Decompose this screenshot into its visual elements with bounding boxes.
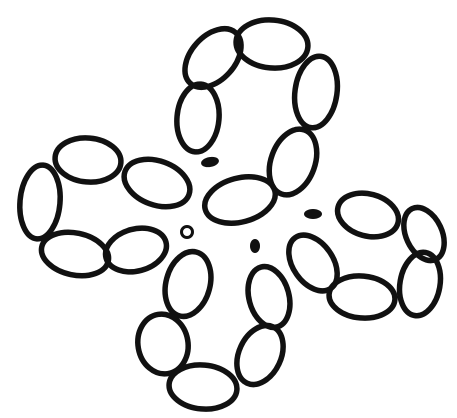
chain-loop: [261, 123, 326, 202]
chain-loop: [101, 222, 172, 279]
chain-loop: [53, 135, 123, 185]
petal-right: [279, 187, 452, 321]
chain-loop: [242, 262, 297, 332]
chain-loop: [167, 362, 239, 412]
chain-loop: [396, 201, 452, 267]
petal-left: [17, 135, 197, 281]
stitch-ring-mark: [182, 227, 193, 238]
chain-loop: [174, 82, 222, 153]
stitch-mark: [200, 156, 219, 169]
stitch-mark: [304, 209, 322, 219]
chain-loop: [333, 187, 404, 244]
chain-loop: [234, 17, 310, 71]
chain-loop: [37, 226, 112, 281]
chain-loop: [158, 246, 218, 321]
chain-loop: [17, 163, 63, 240]
petal-bottom: [133, 246, 296, 411]
petal-top: [174, 17, 342, 231]
chain-loop: [118, 151, 197, 216]
stitch-mark: [250, 239, 260, 253]
